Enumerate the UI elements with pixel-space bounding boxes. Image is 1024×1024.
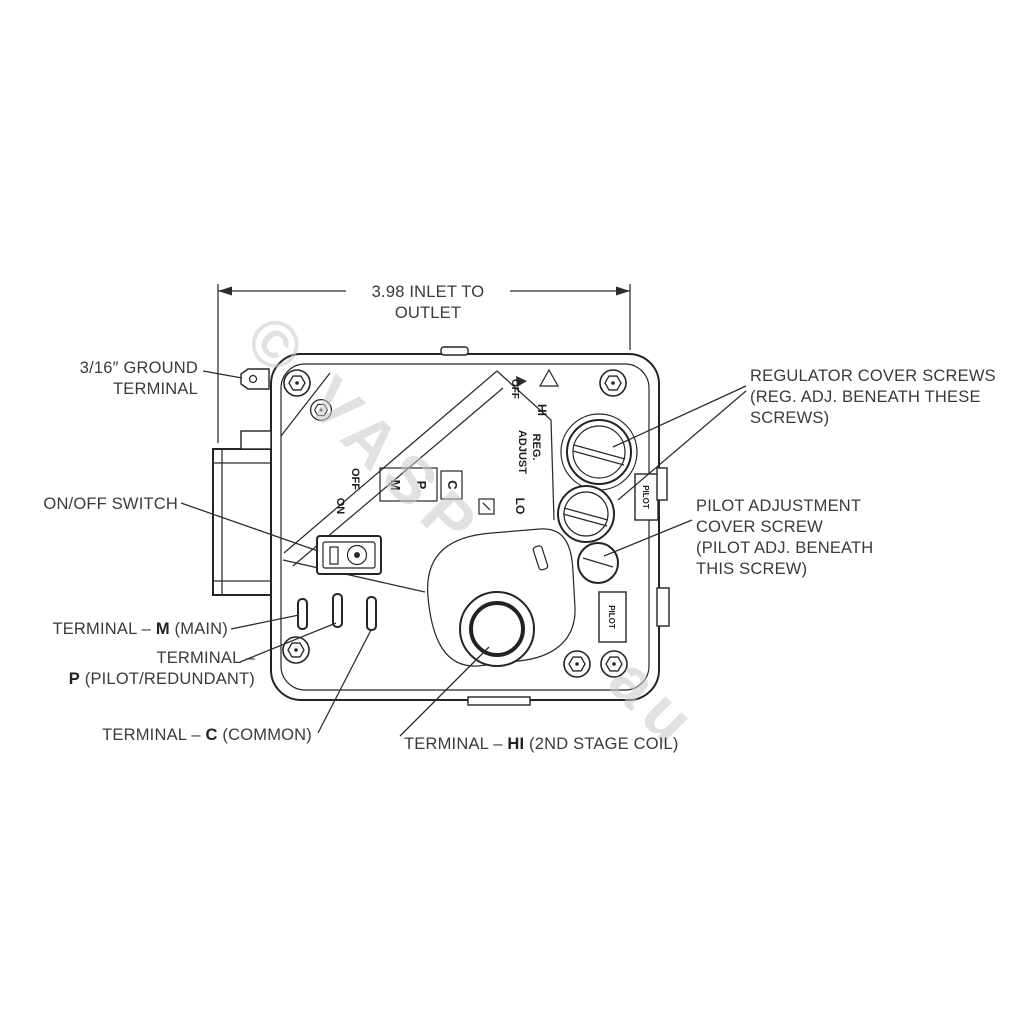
ground-terminal-label: 3/16″ GROUND TERMINAL <box>80 358 198 400</box>
terminal-slot-p <box>332 593 343 628</box>
hex-screw-upper-left <box>309 398 333 422</box>
dimension-arrow-left <box>218 286 232 296</box>
lo-stop-mark <box>482 502 491 511</box>
leader-ground-terminal <box>202 370 243 379</box>
terminal-hi-label: TERMINAL – HI (2ND STAGE COIL) <box>404 735 679 753</box>
outlet-boss <box>427 528 576 667</box>
right-tab-lower <box>656 587 670 627</box>
leader-lines <box>180 370 747 737</box>
dimension-lines <box>217 284 631 443</box>
flame-icon <box>538 368 560 387</box>
marking-m: M <box>388 480 403 491</box>
terminal-blade-hi <box>532 545 549 571</box>
terminal-letter-block: M P C <box>379 467 463 502</box>
regulator-screws-label: REGULATOR COVER SCREWS (REG. ADJ. BENEAT… <box>750 367 996 427</box>
off-indicator: OFF <box>509 368 560 399</box>
marking-off-arrow: OFF <box>509 379 520 399</box>
dimension-label-line1: 3.98 INLET TO <box>371 283 485 301</box>
corner-screw-bottom-right <box>600 650 628 678</box>
marking-reg: REG. <box>530 434 542 461</box>
marking-lo: LO <box>513 498 527 515</box>
pointer-arrow-icon <box>516 376 527 387</box>
leader-regulator-screw-1 <box>612 385 747 448</box>
pilot-tag-lower-text: PILOT <box>607 605 616 629</box>
leader-on-off-switch <box>180 502 319 552</box>
leader-terminal-p <box>239 622 337 663</box>
leader-terminal-hi <box>399 646 490 737</box>
dimension-label: 3.98 INLET TO OUTLET <box>346 282 510 324</box>
on-off-switch-label: ON/OFF SWITCH <box>43 495 178 513</box>
terminal-p-label: TERMINAL – P (PILOT/REDUNDANT) <box>68 649 255 688</box>
pilot-adjustment-screw <box>577 542 619 584</box>
top-tab <box>440 346 469 356</box>
dimension-label-line2: OUTLET <box>394 304 462 322</box>
right-tab-upper <box>656 467 668 501</box>
inlet-flange <box>212 430 272 596</box>
leader-regulator-screw-2 <box>617 390 747 501</box>
ground-terminal-label-line1: 3/16″ GROUND <box>79 359 198 377</box>
dimension-arrow-right <box>616 286 630 296</box>
pilot-tag-lower: PILOT <box>598 591 627 643</box>
terminal-slot-m <box>297 598 308 630</box>
leader-terminal-c <box>317 629 372 734</box>
corner-screw-top-left <box>283 369 311 397</box>
regulator-cover-screw-2 <box>557 485 615 543</box>
leader-pilot-adjustment <box>603 519 693 557</box>
marking-on: ON <box>334 498 346 515</box>
corner-screw-top-right <box>599 369 627 397</box>
marking-c: C <box>445 480 460 490</box>
terminal-slot-c <box>366 596 377 631</box>
marking-hi: HI <box>535 404 549 416</box>
marking-off: OFF <box>349 468 361 490</box>
outlet-port <box>459 591 535 667</box>
ground-terminal-label-line2: TERMINAL <box>112 380 198 398</box>
corner-screw-bottom-mid <box>563 650 591 678</box>
regulator-cover-screw-1 <box>560 413 638 491</box>
terminal-c-label: TERMINAL – C (COMMON) <box>102 726 312 744</box>
leader-terminal-m <box>230 614 300 630</box>
corner-screw-bottom-left <box>282 636 310 664</box>
on-off-switch <box>316 535 382 575</box>
lo-stop-box <box>478 498 495 515</box>
bottom-tab <box>467 696 531 706</box>
terminal-m-label: TERMINAL – M (MAIN) <box>52 620 228 638</box>
valve-body: OFF HI REG. ADJUST LO M P C OFF ON <box>212 346 670 706</box>
pilot-adjustment-label: PILOT ADJUSTMENT COVER SCREW (PILOT ADJ.… <box>696 497 874 578</box>
marking-adjust: ADJUST <box>516 430 528 474</box>
marking-p: P <box>414 481 429 490</box>
ground-terminal <box>240 368 270 390</box>
pilot-tag-upper-text: PILOT <box>641 485 650 509</box>
pilot-tag-upper: PILOT <box>634 473 659 521</box>
